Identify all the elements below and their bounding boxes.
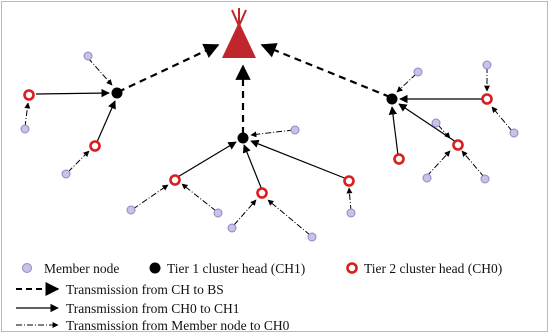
link-left-ch1-to-bs xyxy=(117,43,220,93)
tier2-cluster-head xyxy=(169,174,181,186)
tier1-cluster-head xyxy=(386,93,398,105)
tier1-cluster-heads xyxy=(111,87,398,144)
legend-tier1-label: Tier 1 cluster head (CH1) xyxy=(167,261,305,276)
member-node xyxy=(509,128,519,138)
tier1-cluster-head xyxy=(237,132,249,144)
member-nodes xyxy=(20,51,519,242)
ch0-to-ch1-links xyxy=(35,88,484,191)
tier2-cluster-heads xyxy=(23,89,493,199)
legend-ch-to-bs-label: Transmission from CH to BS xyxy=(66,282,224,297)
tier2-cluster-head xyxy=(89,140,101,152)
link-right-ch1-to-bs xyxy=(260,43,391,99)
legend: Member node Tier 1 cluster head (CH1) Ti… xyxy=(16,261,502,333)
member-node xyxy=(83,51,93,61)
tier2-cluster-head xyxy=(481,93,493,105)
member-node xyxy=(61,169,71,179)
tier2-cluster-head xyxy=(343,175,355,187)
member-node xyxy=(482,60,492,70)
tier2-cluster-head xyxy=(23,89,35,101)
tier2-cluster-head xyxy=(256,187,268,199)
member-node xyxy=(20,124,30,134)
legend-member-to-ch0-label: Transmission from Member node to CH0 xyxy=(66,318,290,333)
member-node xyxy=(126,205,136,215)
member-links xyxy=(24,57,513,236)
member-node xyxy=(213,208,223,218)
legend-member-label: Member node xyxy=(44,261,119,276)
member-node xyxy=(431,118,441,128)
member-node xyxy=(422,173,432,183)
member-node xyxy=(480,174,490,184)
tier1-cluster-head xyxy=(111,87,123,99)
member-node xyxy=(227,223,237,233)
legend-tier2-swatch xyxy=(346,262,358,274)
member-node xyxy=(346,208,356,218)
member-node xyxy=(307,232,317,242)
legend-tier1-swatch xyxy=(149,262,161,274)
ch-to-bs-links xyxy=(117,43,391,134)
legend-member-swatch xyxy=(22,263,32,273)
tier2-cluster-head xyxy=(393,153,405,165)
member-node xyxy=(413,67,423,77)
base-station-icon xyxy=(222,8,256,58)
tier2-cluster-head xyxy=(452,139,464,151)
member-node xyxy=(290,125,300,135)
legend-tier2-label: Tier 2 cluster head (CH0) xyxy=(364,261,502,276)
legend-ch0-to-ch1-label: Transmission from CH0 to CH1 xyxy=(66,301,240,316)
